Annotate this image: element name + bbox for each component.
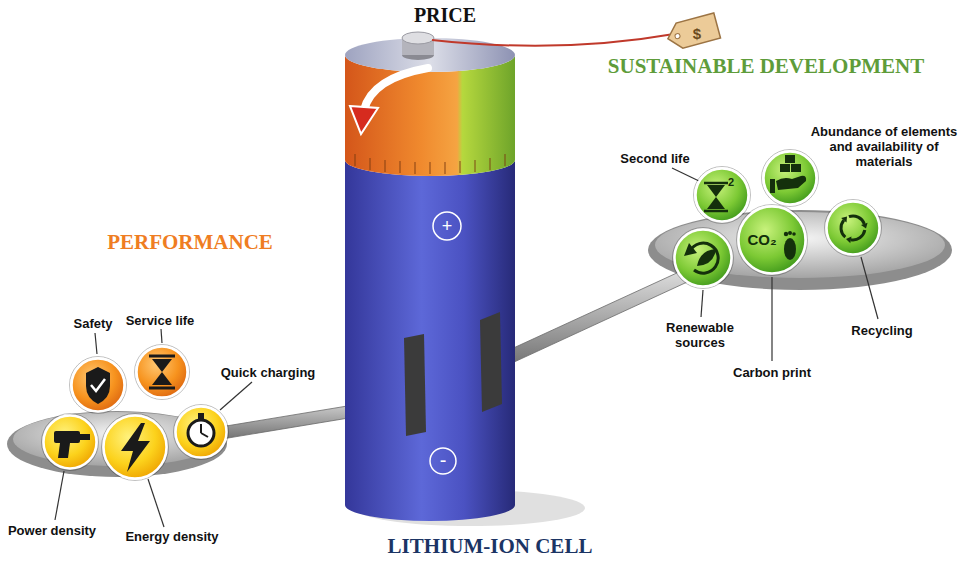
ridge	[459, 161, 461, 173]
circle-fill	[827, 202, 880, 255]
circle-fill	[764, 152, 817, 205]
arm-clamp	[480, 312, 502, 412]
superscript-number: 2	[728, 176, 734, 189]
cost-arrow-head	[350, 106, 378, 134]
price-heading: PRICE	[414, 4, 476, 27]
leader-line	[861, 257, 878, 319]
tag-body	[665, 13, 721, 51]
circle-outline	[762, 150, 818, 206]
leader-line	[771, 277, 772, 361]
circle-fill	[137, 347, 188, 398]
ridge	[354, 154, 356, 166]
icon-circle: Power density	[42, 414, 98, 470]
icon-circle: Abundance of elements and availability o…	[762, 150, 818, 206]
circle-shadow	[174, 405, 229, 460]
icon-circle: Service life	[135, 345, 189, 399]
circle-fill	[44, 416, 97, 469]
circle-outline	[825, 200, 881, 256]
leader-line	[220, 382, 252, 410]
diagram-caption: LITHIUM-ION CELL	[388, 534, 593, 558]
icon-label: Abundance of elements and availability o…	[804, 124, 964, 169]
chemical-formula: CO₂	[747, 231, 776, 248]
terminal-mark	[433, 212, 461, 240]
terminal-sign: +	[442, 216, 453, 237]
leader-line	[701, 290, 703, 317]
circle-fill	[176, 407, 227, 458]
icon-label: Safety	[73, 316, 112, 331]
ridge	[474, 160, 476, 172]
ridge	[414, 162, 416, 174]
icon-circle: Energy density	[102, 414, 168, 480]
cost-arrow	[364, 68, 428, 110]
leader-line	[672, 168, 699, 181]
terminal-sign: -	[440, 449, 447, 472]
icon-label: Service life	[126, 313, 195, 328]
group-heading: PERFORMANCE	[107, 230, 273, 254]
ridge	[369, 158, 371, 170]
circle-fill	[739, 207, 806, 274]
circle-outline	[42, 414, 98, 470]
ridge	[384, 160, 386, 172]
terminal-top	[402, 32, 434, 44]
circle-shadow	[102, 414, 169, 481]
icon-label: Recycling	[851, 323, 912, 338]
leader-lines	[55, 168, 878, 527]
circle-outline	[174, 405, 228, 459]
icon-label: Second life	[620, 151, 689, 166]
cell-body	[345, 160, 515, 521]
circle-shadow	[70, 357, 127, 414]
leader-line	[161, 329, 162, 343]
battery-cell	[345, 32, 515, 521]
icon-circle: Safety	[70, 357, 126, 413]
leader-line	[148, 479, 164, 527]
circle-outline	[70, 357, 126, 413]
circle-outline	[673, 228, 733, 288]
circle-fill	[696, 169, 749, 222]
icon-label: Energy density	[125, 529, 218, 544]
circle-shadow	[694, 167, 751, 224]
icon-circle: Second life	[694, 167, 750, 223]
circle-fill	[675, 230, 732, 287]
circle-fill	[104, 416, 167, 479]
band-ridges	[355, 154, 505, 174]
circle-shadow	[42, 414, 99, 471]
circle-outline	[102, 414, 168, 480]
tag-hole	[674, 33, 680, 39]
ridge	[399, 161, 401, 173]
icon-label: Carbon print	[733, 365, 811, 380]
circle-shadow	[135, 345, 190, 400]
circle-shadow	[825, 200, 882, 257]
group-heading: SUSTAINABLE DEVELOPMENT	[608, 54, 924, 78]
arm-clamp	[404, 334, 426, 436]
circle-fill	[72, 359, 125, 412]
currency-symbol: $	[693, 25, 701, 42]
circle-outline	[135, 345, 189, 399]
ridge	[489, 158, 491, 170]
circle-shadow	[673, 228, 734, 289]
circle-outline	[694, 167, 750, 223]
cell-band	[345, 55, 515, 176]
icon-circle: Recycling	[825, 200, 881, 256]
circle-shadow	[737, 205, 808, 276]
price-tag	[665, 13, 721, 51]
icon-label: Power density	[8, 523, 96, 538]
balance-arm	[496, 266, 698, 369]
icon-circle: Renewable sources	[673, 228, 733, 288]
ridge	[429, 162, 431, 174]
icon-label: Renewable sources	[655, 320, 745, 350]
ridge	[504, 154, 506, 166]
leader-line	[95, 333, 97, 354]
circle-shadow	[762, 150, 819, 207]
icon-label: Quick charging	[221, 365, 316, 380]
ridge	[444, 162, 446, 174]
tag-string	[432, 34, 674, 46]
icon-circle: Quick charging	[174, 405, 228, 459]
leader-line	[55, 471, 64, 520]
terminal-mark	[430, 448, 456, 474]
